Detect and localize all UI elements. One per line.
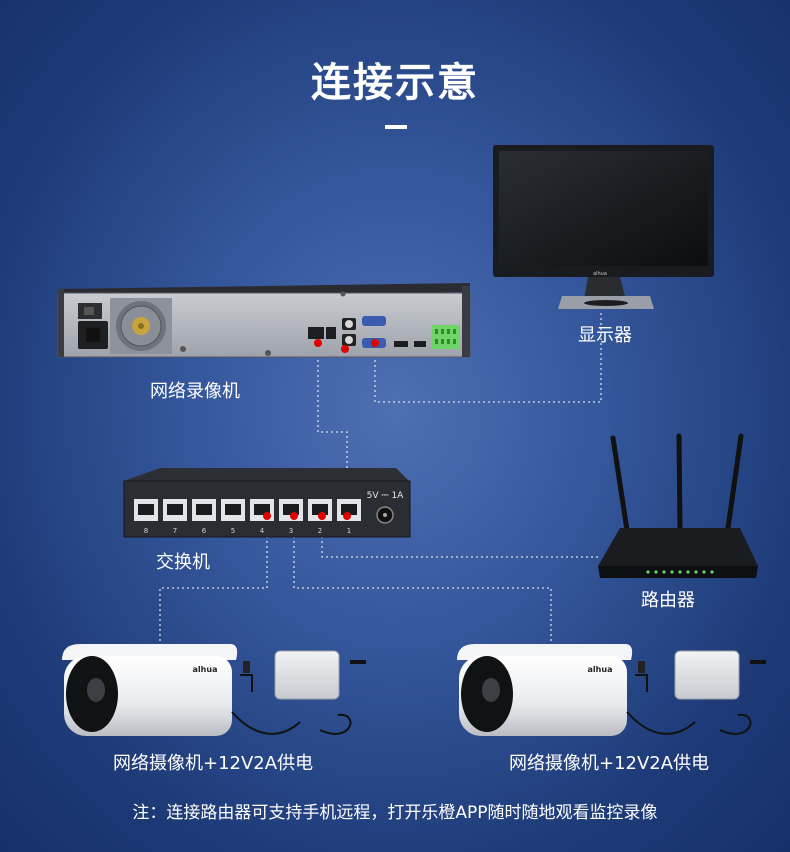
port-number: 7: [173, 527, 177, 535]
switch-power-rating: 5V ⎓ 1A: [367, 491, 405, 501]
switch-port-numbers: 8 7 6 5 4 3 2 1: [144, 527, 351, 535]
wire-switch-camera-left: [159, 516, 268, 645]
network-wires: [159, 312, 602, 645]
svg-text:alhua: alhua: [193, 665, 218, 674]
camera-left: alhua: [62, 644, 366, 736]
wire-switch-router: [321, 516, 600, 558]
port-number: 2: [318, 527, 322, 535]
wire-nvr-monitor: [374, 312, 602, 403]
nvr-device: [57, 283, 471, 358]
label-router: 路由器: [641, 590, 695, 611]
port-number: 8: [144, 527, 148, 535]
svg-text:alhua: alhua: [593, 271, 607, 277]
port-number: 6: [202, 527, 207, 535]
wire-nvr-switch: [317, 345, 348, 516]
router-device: [598, 433, 758, 578]
label-camera-left: 网络摄像机+12V2A供电: [113, 753, 314, 774]
svg-text:alhua: alhua: [588, 665, 613, 674]
label-camera-right: 网络摄像机+12V2A供电: [509, 753, 710, 774]
label-monitor: 显示器: [578, 325, 632, 346]
port-number: 4: [260, 527, 265, 535]
page-title: 连接示意: [311, 60, 479, 106]
label-switch: 交换机: [156, 552, 210, 573]
port-number: 1: [347, 527, 351, 535]
monitor-device: alhua: [493, 145, 714, 309]
label-nvr: 网络录像机: [150, 381, 240, 402]
port-number: 5: [231, 527, 235, 535]
wire-switch-camera-right: [293, 516, 552, 645]
footer-note: 注：连接路由器可支持手机远程，打开乐橙APP随时随地观看监控录像: [132, 803, 658, 823]
camera-right: alhua: [457, 644, 766, 736]
switch-device: 8 7 6 5 4 3 2 1 5V ⎓ 1A: [123, 468, 411, 538]
port-number: 3: [289, 527, 293, 535]
title-divider: [385, 125, 407, 129]
switch-ports: [134, 499, 361, 521]
